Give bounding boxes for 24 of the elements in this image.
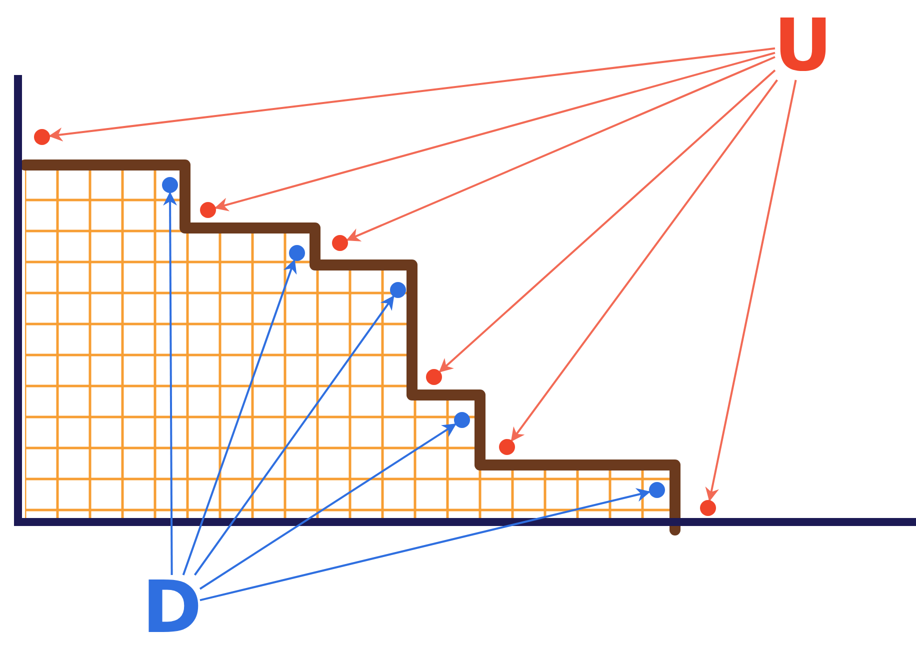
dot-marker — [390, 282, 406, 298]
dot-marker — [34, 129, 50, 145]
arrow — [705, 80, 797, 502]
arrow — [48, 47, 776, 142]
dot-marker — [200, 202, 216, 218]
dot-marker — [426, 369, 442, 385]
dot-marker — [162, 177, 178, 193]
dot-marker — [499, 439, 515, 455]
arrow — [438, 69, 776, 373]
arrow — [214, 52, 776, 212]
dot-marker — [332, 235, 348, 251]
arrow — [200, 488, 651, 602]
arrow — [346, 56, 776, 242]
letter-label: D — [144, 575, 200, 639]
arrow — [199, 423, 456, 590]
arrow — [163, 192, 178, 575]
arrow — [194, 295, 394, 576]
dot-marker — [289, 245, 305, 261]
arrow — [510, 79, 778, 442]
arrow — [182, 259, 297, 576]
dot-marker — [454, 412, 470, 428]
letter-label: U — [775, 10, 831, 80]
dot-marker — [649, 482, 665, 498]
dot-marker — [700, 500, 716, 516]
